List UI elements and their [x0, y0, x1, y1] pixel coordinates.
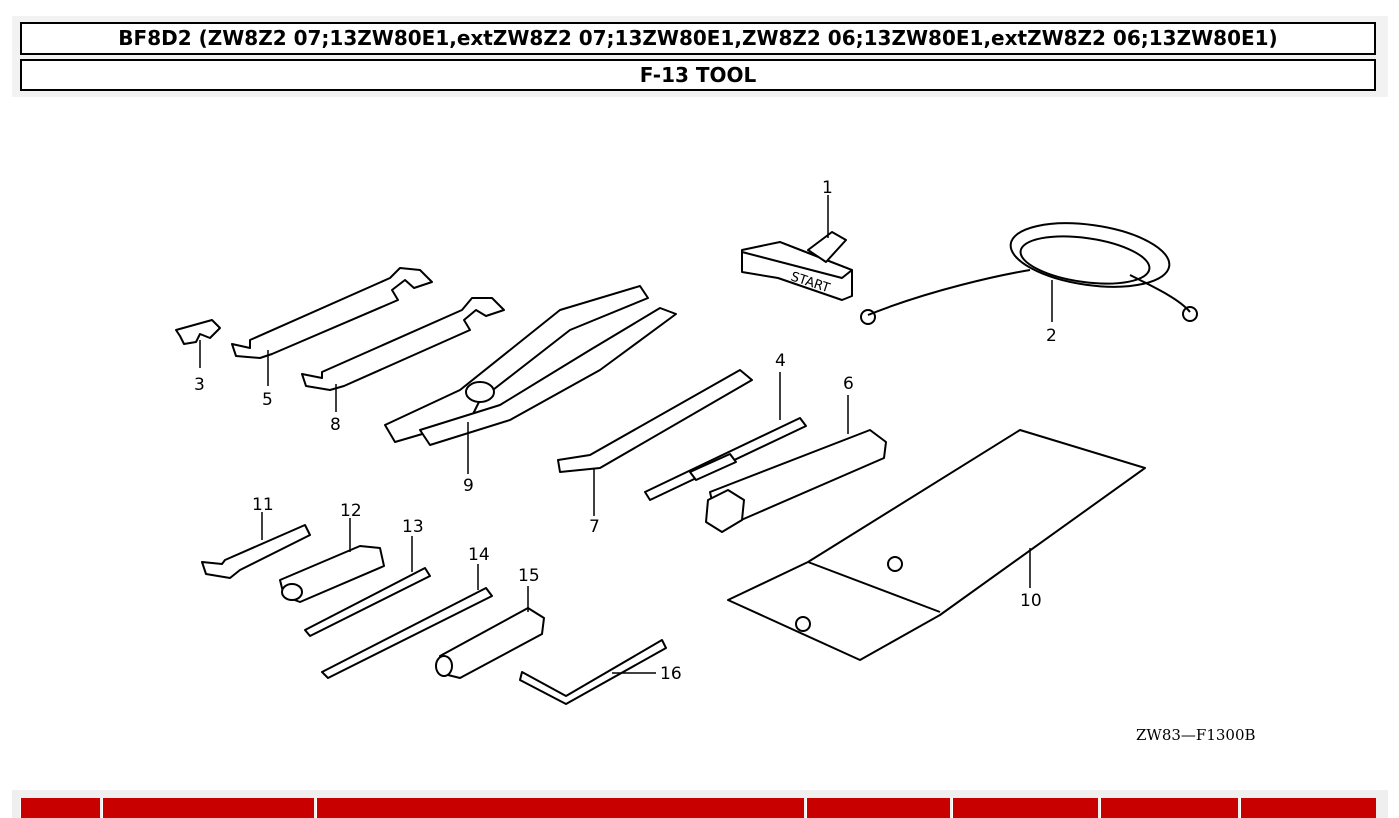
parts-table-header: [12, 790, 1388, 818]
part-16-hex-key: [519, 639, 667, 705]
callout-10: 10: [1020, 591, 1042, 611]
part-15-driver-handle: [435, 607, 545, 679]
part-1-starter-grip: START: [741, 231, 853, 301]
figure-code: ZW83—F1300B: [1136, 726, 1256, 744]
callout-12: 12: [340, 501, 362, 521]
part-8-open-wrench: [301, 297, 505, 391]
callout-7: 7: [589, 517, 600, 537]
model-title: BF8D2 (ZW8Z2 07;13ZW80E1,extZW8Z2 07;13Z…: [20, 22, 1376, 55]
callout-11: 11: [252, 495, 274, 515]
part-10-tool-bag: [727, 429, 1146, 661]
callout-14: 14: [468, 545, 490, 565]
part-11-small-wrench: [201, 524, 311, 579]
callout-2: 2: [1046, 326, 1057, 346]
parts-table-column: [1240, 798, 1376, 818]
part-4-screwdriver-bit: [644, 417, 807, 501]
callout-16: 16: [660, 664, 682, 684]
leader-lines: [199, 195, 1053, 674]
section-title: F-13 TOOL: [20, 59, 1376, 91]
part-9-pliers: [384, 285, 677, 446]
callout-13: 13: [402, 517, 424, 537]
part-6-plug-wrench: [705, 429, 887, 533]
callout-1: 1: [822, 178, 833, 198]
parts-table-column: [952, 798, 1098, 818]
callout-5: 5: [262, 390, 273, 410]
callout-labels: 1 2 3 4 5 6 7 8 9 10 11 12 13 14 15 16: [194, 178, 1057, 684]
exploded-view-svg: START: [175, 178, 1256, 744]
parts-table-column: [102, 798, 314, 818]
part-5-open-wrench: [231, 267, 433, 359]
callout-8: 8: [330, 415, 341, 435]
parts-table-column: [1100, 798, 1238, 818]
callout-15: 15: [518, 566, 540, 586]
part-3-clip: [175, 319, 221, 345]
parts-table-column: [316, 798, 804, 818]
page-header: BF8D2 (ZW8Z2 07;13ZW80E1,extZW8Z2 07;13Z…: [12, 16, 1388, 97]
callout-6: 6: [843, 374, 854, 394]
part-14-screwdriver-bit: [321, 587, 493, 679]
callout-9: 9: [463, 476, 474, 496]
part-13-screwdriver-bit: [304, 567, 431, 637]
callout-4: 4: [775, 351, 786, 371]
parts-table-column: [20, 798, 100, 818]
part-12-box-wrench: [279, 545, 385, 603]
callout-3: 3: [194, 375, 205, 395]
part-2-starter-rope: [860, 222, 1198, 325]
part-7-screwdriver-grip: [557, 369, 753, 473]
parts-table-column: [806, 798, 950, 818]
parts-diagram: START: [0, 100, 1399, 790]
